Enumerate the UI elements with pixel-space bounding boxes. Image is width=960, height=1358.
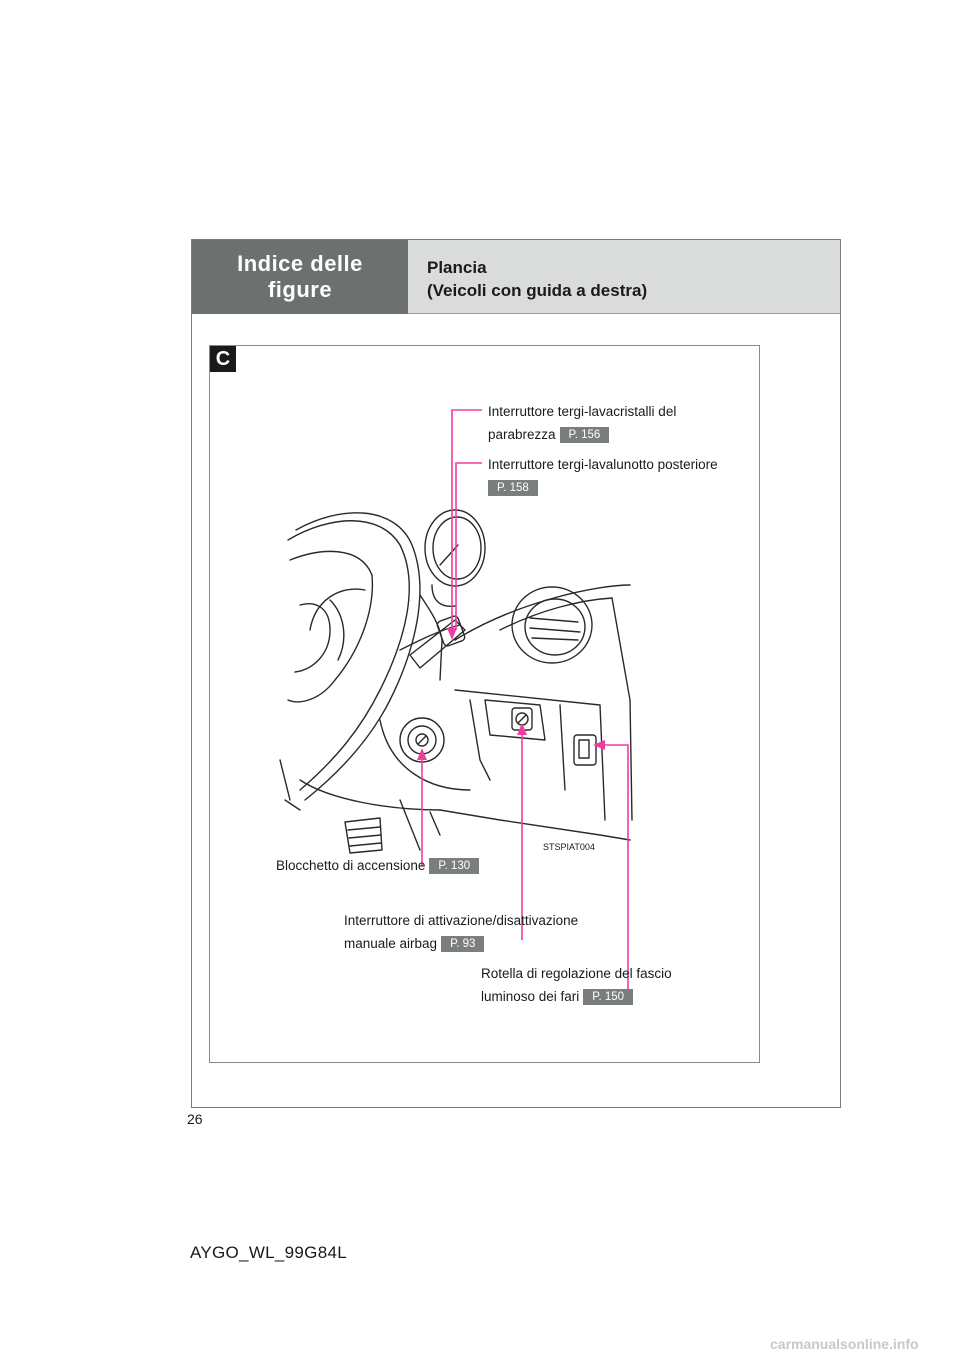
page-ref-badge[interactable]: P. 158 xyxy=(488,480,538,496)
section-title: Indice delle figure xyxy=(237,251,363,302)
page-title-line1: Plancia xyxy=(427,258,487,277)
callout-airbag-switch: Interruttore di attivazione/disattivazio… xyxy=(344,913,579,952)
tachometer xyxy=(424,509,486,607)
page-title-line2: (Veicoli con guida a destra) xyxy=(427,281,648,300)
page-ref-badge[interactable]: P. 93 xyxy=(441,936,485,952)
page-title: Plancia (Veicoli con guida a destra) xyxy=(408,240,840,314)
steering-wheel xyxy=(287,520,410,791)
page-number: 26 xyxy=(187,1111,203,1127)
leader-lines xyxy=(421,409,629,995)
callout-wiper-switch: Interruttore tergi-lavacristalli del par… xyxy=(488,404,677,443)
page-ref-badge[interactable]: P. 130 xyxy=(429,858,480,874)
page-frame: Indice delle figure Plancia (Veicoli con… xyxy=(191,239,841,1108)
watermark: carmanualsonline.info xyxy=(770,1336,919,1352)
figure-code: STSPIAT004 xyxy=(543,842,595,852)
section-tab: Indice delle figure xyxy=(192,240,408,314)
callout-headlight-dial: Rotella di regolazione del fascio lumino… xyxy=(481,966,672,1005)
page-ref-badge[interactable]: P. 150 xyxy=(583,989,634,1005)
headlight-dial-graphic xyxy=(573,734,597,766)
lower-vent xyxy=(344,817,383,854)
page-header: Indice delle figure Plancia (Veicoli con… xyxy=(192,240,840,314)
callout-rear-wiper-switch: Interruttore tergi-lavalunotto posterior… xyxy=(488,457,718,496)
wiper-stalk xyxy=(409,615,466,669)
document-code: AYGO_WL_99G84L xyxy=(190,1243,347,1262)
figure-box xyxy=(209,345,760,1063)
page-ref-badge[interactable]: P. 156 xyxy=(559,427,610,443)
air-vent xyxy=(511,586,593,664)
figure-letter: C xyxy=(210,346,236,372)
